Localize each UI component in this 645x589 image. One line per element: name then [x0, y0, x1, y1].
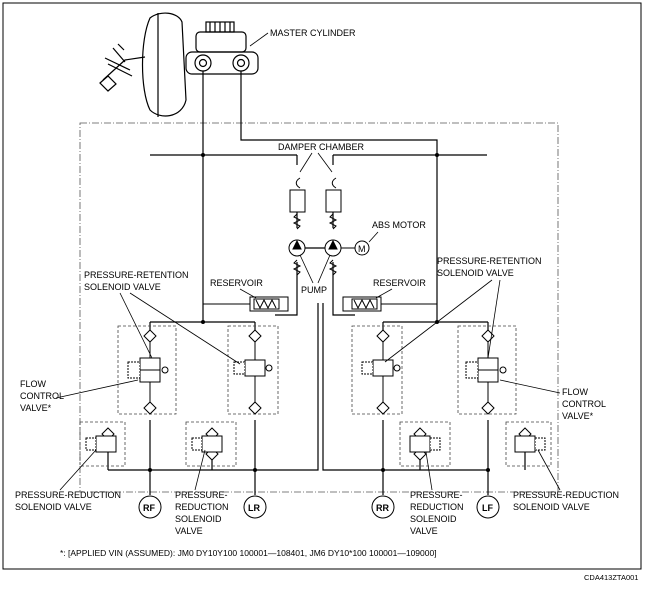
pump-label: PUMP: [301, 285, 327, 295]
line-junctions: [148, 153, 490, 472]
pressure-reduction-mid-left-line-1: PRESSURE-: [175, 490, 228, 500]
pressure-reduction-mid-left-line-3: SOLENOID: [175, 514, 222, 524]
pressure-reduction-mid-right-label: PRESSURE- REDUCTION SOLENOID VALVE: [410, 490, 466, 536]
pressure-reduction-mid-right-line-2: REDUCTION: [410, 502, 464, 512]
brake-booster: [141, 12, 187, 117]
pressure-retention-left-label: PRESSURE-RETENTION SOLENOID VALVE: [84, 270, 191, 292]
footnote: *: [APPLIED VIN (ASSUMED): JM0 DY10Y100 …: [60, 548, 437, 558]
abs-unit-boundary: [79, 122, 559, 493]
port-rr-label: RR: [376, 503, 389, 513]
valve-blocks: [79, 325, 552, 467]
figure-code: CDA413ZTA001: [584, 573, 638, 582]
reservoir-left: [249, 296, 289, 312]
wheel-ports: [138, 495, 500, 519]
motor-m-glyph: M: [358, 244, 366, 254]
master-cylinder-body: [185, 51, 259, 75]
inlet-solenoid-valves: [127, 342, 507, 402]
pressure-reduction-mid-left-label: PRESSURE- REDUCTION SOLENOID VALVE: [175, 490, 231, 536]
flow-control-right-line-1: FLOW: [562, 387, 589, 397]
port-lr-label: LR: [248, 503, 260, 513]
pressure-retention-left-line-2: SOLENOID VALVE: [84, 282, 161, 292]
hydraulic-lines: [107, 71, 526, 495]
pressure-reduction-left-label: PRESSURE-REDUCTION SOLENOID VALVE: [15, 490, 124, 512]
reservoir-right: [342, 296, 382, 312]
pressure-reduction-mid-right-line-4: VALVE: [410, 526, 438, 536]
flow-control-left-label: FLOW CONTROL VALVE*: [20, 379, 66, 413]
flow-control-right-line-3: VALVE*: [562, 411, 594, 421]
port-rr-circle: [371, 495, 395, 519]
port-rf-circle: [138, 495, 162, 519]
outlet-solenoid-valves: [85, 435, 546, 453]
pressure-reduction-mid-left-line-4: VALVE: [175, 526, 203, 536]
pressure-reduction-mid-left-line-2: REDUCTION: [175, 502, 229, 512]
figure-frame: [2, 2, 642, 570]
abs-motor-symbol: [354, 240, 370, 256]
master-cylinder-assembly: [99, 12, 259, 117]
pressure-retention-right-label: PRESSURE-RETENTION SOLENOID VALVE: [437, 256, 544, 278]
port-lf-circle: [476, 495, 500, 519]
pressure-reduction-right-line-1: PRESSURE-REDUCTION: [513, 490, 619, 500]
flow-control-left-line-1: FLOW: [20, 379, 47, 389]
pressure-reduction-right-label: PRESSURE-REDUCTION SOLENOID VALVE: [513, 490, 622, 512]
pressure-reduction-mid-right-line-3: SOLENOID: [410, 514, 457, 524]
reservoir-right-label: RESERVOIR: [373, 278, 426, 288]
brake-pedal: [102, 56, 146, 81]
port-lf-label: LF: [482, 503, 493, 513]
pump-assembly: [288, 213, 370, 276]
pressure-reduction-left-line-1: PRESSURE-REDUCTION: [15, 490, 121, 500]
filters: [101, 329, 532, 461]
reservoir-left-label: RESERVOIR: [210, 278, 263, 288]
flow-control-right-line-2: CONTROL: [562, 399, 606, 409]
master-cylinder-label: MASTER CYLINDER: [270, 28, 356, 38]
flow-control-left-line-2: CONTROL: [20, 391, 64, 401]
flow-control-right-label: FLOW CONTROL VALVE*: [562, 387, 608, 421]
pressure-retention-right-line-1: PRESSURE-RETENTION: [437, 256, 542, 266]
pressure-reduction-mid-right-line-1: PRESSURE-: [410, 490, 463, 500]
port-rf-label: RF: [143, 503, 155, 513]
port-lr-circle: [243, 495, 267, 519]
flow-control-left-line-3: VALVE*: [20, 403, 52, 413]
damper-chambers: [289, 177, 342, 213]
pressure-reduction-right-line-2: SOLENOID VALVE: [513, 502, 590, 512]
pressure-reduction-left-line-2: SOLENOID VALVE: [15, 502, 92, 512]
pressure-retention-left-line-1: PRESSURE-RETENTION: [84, 270, 189, 280]
pressure-retention-right-line-2: SOLENOID VALVE: [437, 268, 514, 278]
damper-chamber-label: DAMPER CHAMBER: [278, 142, 365, 152]
abs-motor-label: ABS MOTOR: [372, 220, 426, 230]
